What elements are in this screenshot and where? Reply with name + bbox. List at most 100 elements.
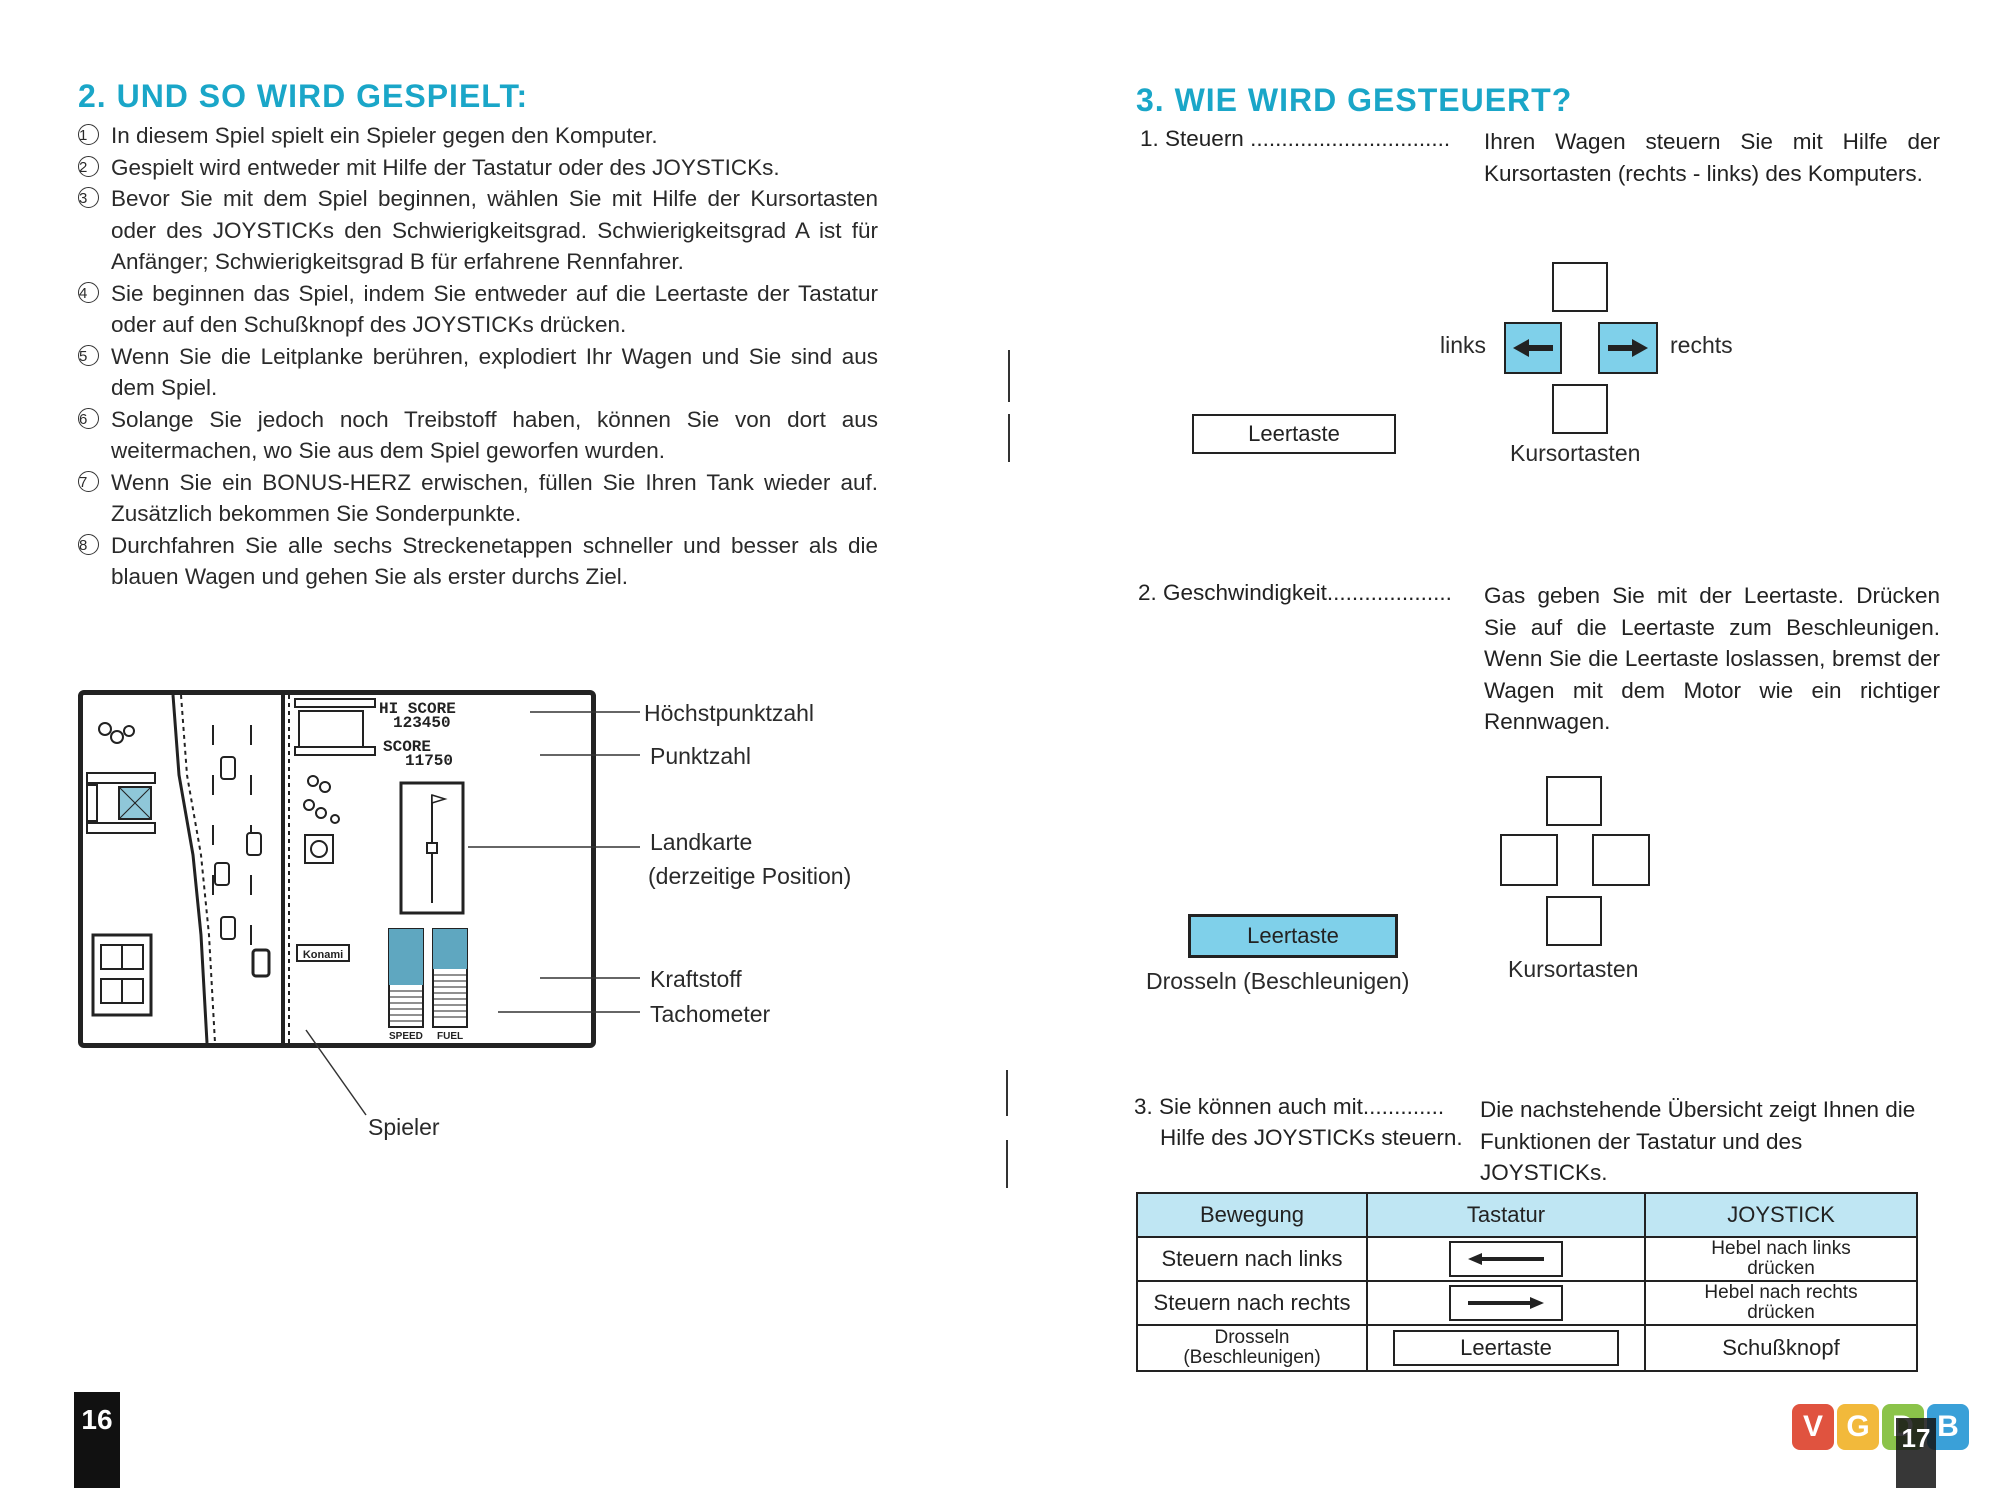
space-key-plain: Leertaste: [1192, 414, 1396, 454]
rule-text: Wenn Sie ein BONUS-HERZ erwischen, fülle…: [111, 469, 878, 527]
cursor-key-up: [1546, 776, 1602, 826]
hiscore-value: 123450: [393, 714, 451, 732]
list-item: 7 Wenn Sie ein BONUS-HERZ erwischen, füll…: [78, 467, 878, 530]
watermark-letter: G: [1837, 1404, 1879, 1450]
callout-fuel: Kraftstoff: [650, 966, 742, 992]
table-row: Drosseln (Beschleunigen) Leertaste Schuß…: [1136, 1324, 1918, 1372]
cursor-key-up: [1552, 262, 1608, 312]
label-rechts: rechts: [1670, 332, 1733, 358]
konami-logo: [296, 944, 350, 962]
cell-key: [1366, 1280, 1646, 1326]
label-drosseln: Drosseln (Beschleunigen): [1146, 968, 1410, 994]
game-screen-art: Konami HI SCORE 123450 SCORE 11750 SPEED…: [86, 695, 468, 1043]
fuel-label: FUEL: [437, 1031, 463, 1042]
list-item: 1 In diesem Spiel spielt ein Spieler gege…: [78, 120, 878, 152]
position-marker: [426, 842, 438, 854]
callout-tacho: Tachometer: [650, 1001, 771, 1027]
number-badge: 7: [78, 470, 99, 492]
joystick-text: Die nachstehende Übersicht zeigt Ihnen d…: [1480, 1097, 1916, 1185]
number-badge: 2: [78, 155, 99, 177]
list-item: 4 Sie beginnen das Spiel, indem Sie entwe…: [78, 278, 878, 341]
callout-map-sub: (derzeitige Position): [648, 863, 852, 889]
rule-text: Bevor Sie mit dem Spiel beginnen, wählen…: [111, 186, 878, 274]
hedge-icon: [86, 772, 156, 784]
callout-player: Spieler: [368, 1114, 440, 1140]
label-kursortasten-2: Kursortasten: [1508, 956, 1639, 982]
cell-move: Steuern nach links: [1136, 1236, 1368, 1282]
cursor-key-left: [1504, 322, 1562, 374]
arrow-right-icon: [1608, 339, 1648, 357]
number-badge: 4: [78, 281, 99, 303]
speed-label: SPEED: [389, 1031, 423, 1042]
list-item: 8 Durchfahren Sie alle sechs Streckenetap…: [78, 530, 878, 593]
joystick-label-1: 3. Sie können auch mit.............: [1134, 1094, 1445, 1119]
speed-gauge-fill: [389, 929, 423, 985]
cell-key: Leertaste: [1366, 1324, 1646, 1372]
list-item: 3 Bevor Sie mit dem Spiel beginnen, wähle…: [78, 183, 878, 278]
fold-mark: [1008, 350, 1010, 402]
page-number-left: 16: [74, 1392, 120, 1488]
cursor-key-right: [1592, 834, 1650, 886]
cell-move: Drosseln (Beschleunigen): [1136, 1324, 1368, 1372]
col-header-joystick: JOYSTICK: [1644, 1192, 1918, 1238]
joystick-label-2: Hilfe des JOYSTICKs steuern.: [1160, 1125, 1463, 1150]
callout-hiscore: Höchstpunktzahl: [644, 700, 815, 726]
vgdb-watermark: V G D B: [1792, 1404, 1972, 1450]
number-badge: 6: [78, 407, 99, 429]
right-heading: 3. WIE WIRD GESTEUERT?: [1136, 82, 1573, 118]
label-links: links: [1440, 332, 1487, 358]
hiscore-label: HI SCORE: [379, 700, 456, 718]
car-icon: [214, 756, 262, 940]
table-row: Steuern nach links Hebel nach links drüc…: [1136, 1236, 1918, 1282]
fold-mark: [1006, 1070, 1008, 1116]
col-header-bewegung: Bewegung: [1136, 1192, 1368, 1238]
brand-text: Konami: [303, 949, 343, 961]
cursor-key-down: [1552, 384, 1608, 434]
number-badge: 3: [78, 187, 99, 208]
space-key-cell: Leertaste: [1393, 1330, 1619, 1366]
bush-icon: [98, 722, 135, 744]
arrow-right-icon: [1468, 1297, 1544, 1309]
fuel-gauge-fill: [433, 929, 467, 969]
cursor-key-down: [1546, 896, 1602, 946]
rule-text: Gespielt wird entweder mit Hilfe der Tas…: [111, 154, 780, 180]
col-header-tastatur: Tastatur: [1366, 1192, 1646, 1238]
geschwindigkeit-text: Gas geben Sie mit der Leertaste. Drücken…: [1484, 583, 1940, 734]
rules-list: 1 In diesem Spiel spielt ein Spieler gege…: [78, 120, 878, 593]
fold-mark: [1008, 414, 1010, 462]
game-screen: Konami HI SCORE 123450 SCORE 11750 SPEED…: [78, 690, 596, 1048]
player-car-icon: [251, 948, 271, 978]
rule-text: Durchfahren Sie alle sechs Streckenetapp…: [111, 532, 878, 590]
guardrail-left: [171, 695, 209, 1043]
callout-score: Punktzahl: [650, 743, 752, 769]
rule-text: Wenn Sie die Leitplanke berühren, explod…: [111, 343, 878, 401]
number-badge: 1: [78, 124, 99, 145]
watermark-letter: V: [1792, 1404, 1834, 1450]
score-label: SCORE: [383, 738, 431, 756]
cursor-key-right: [1598, 322, 1658, 374]
steuern-label: 1. Steuern .............................…: [1140, 126, 1451, 151]
cursor-key-left: [1500, 834, 1558, 886]
arrow-left-icon: [1513, 339, 1553, 357]
steuern-text: Ihren Wagen steuern Sie mit Hilfe der Ku…: [1484, 129, 1940, 186]
control-overview-table: Bewegung Tastatur JOYSTICK Steuern nach …: [1136, 1192, 1918, 1372]
cell-joystick: Hebel nach rechts drücken: [1644, 1280, 1918, 1326]
list-item: 6 Solange Sie jedoch noch Treibstoff habe…: [78, 404, 878, 467]
cell-joystick: Hebel nach links drücken: [1644, 1236, 1918, 1282]
arrow-left-icon: [1468, 1253, 1544, 1265]
number-badge: 8: [78, 533, 99, 555]
fold-mark: [1006, 1140, 1008, 1188]
list-item: 2 Gespielt wird entweder mit Hilfe der Ta…: [78, 152, 878, 184]
label-kursortasten-1: Kursortasten: [1510, 440, 1641, 466]
rule-text: Sie beginnen das Spiel, indem Sie entwed…: [111, 280, 878, 338]
flag-icon: [431, 793, 448, 805]
table-row: Steuern nach rechts Hebel nach rechts dr…: [1136, 1280, 1918, 1326]
rule-text: Solange Sie jedoch noch Treibstoff haben…: [111, 406, 878, 464]
cell-key: [1366, 1236, 1646, 1282]
callout-map: Landkarte: [650, 829, 753, 855]
rule-text: In diesem Spiel spielt ein Spieler gegen…: [111, 123, 658, 148]
left-heading: 2. UND SO WIRD GESPIELT:: [78, 78, 529, 114]
cell-move: Steuern nach rechts: [1136, 1280, 1368, 1326]
